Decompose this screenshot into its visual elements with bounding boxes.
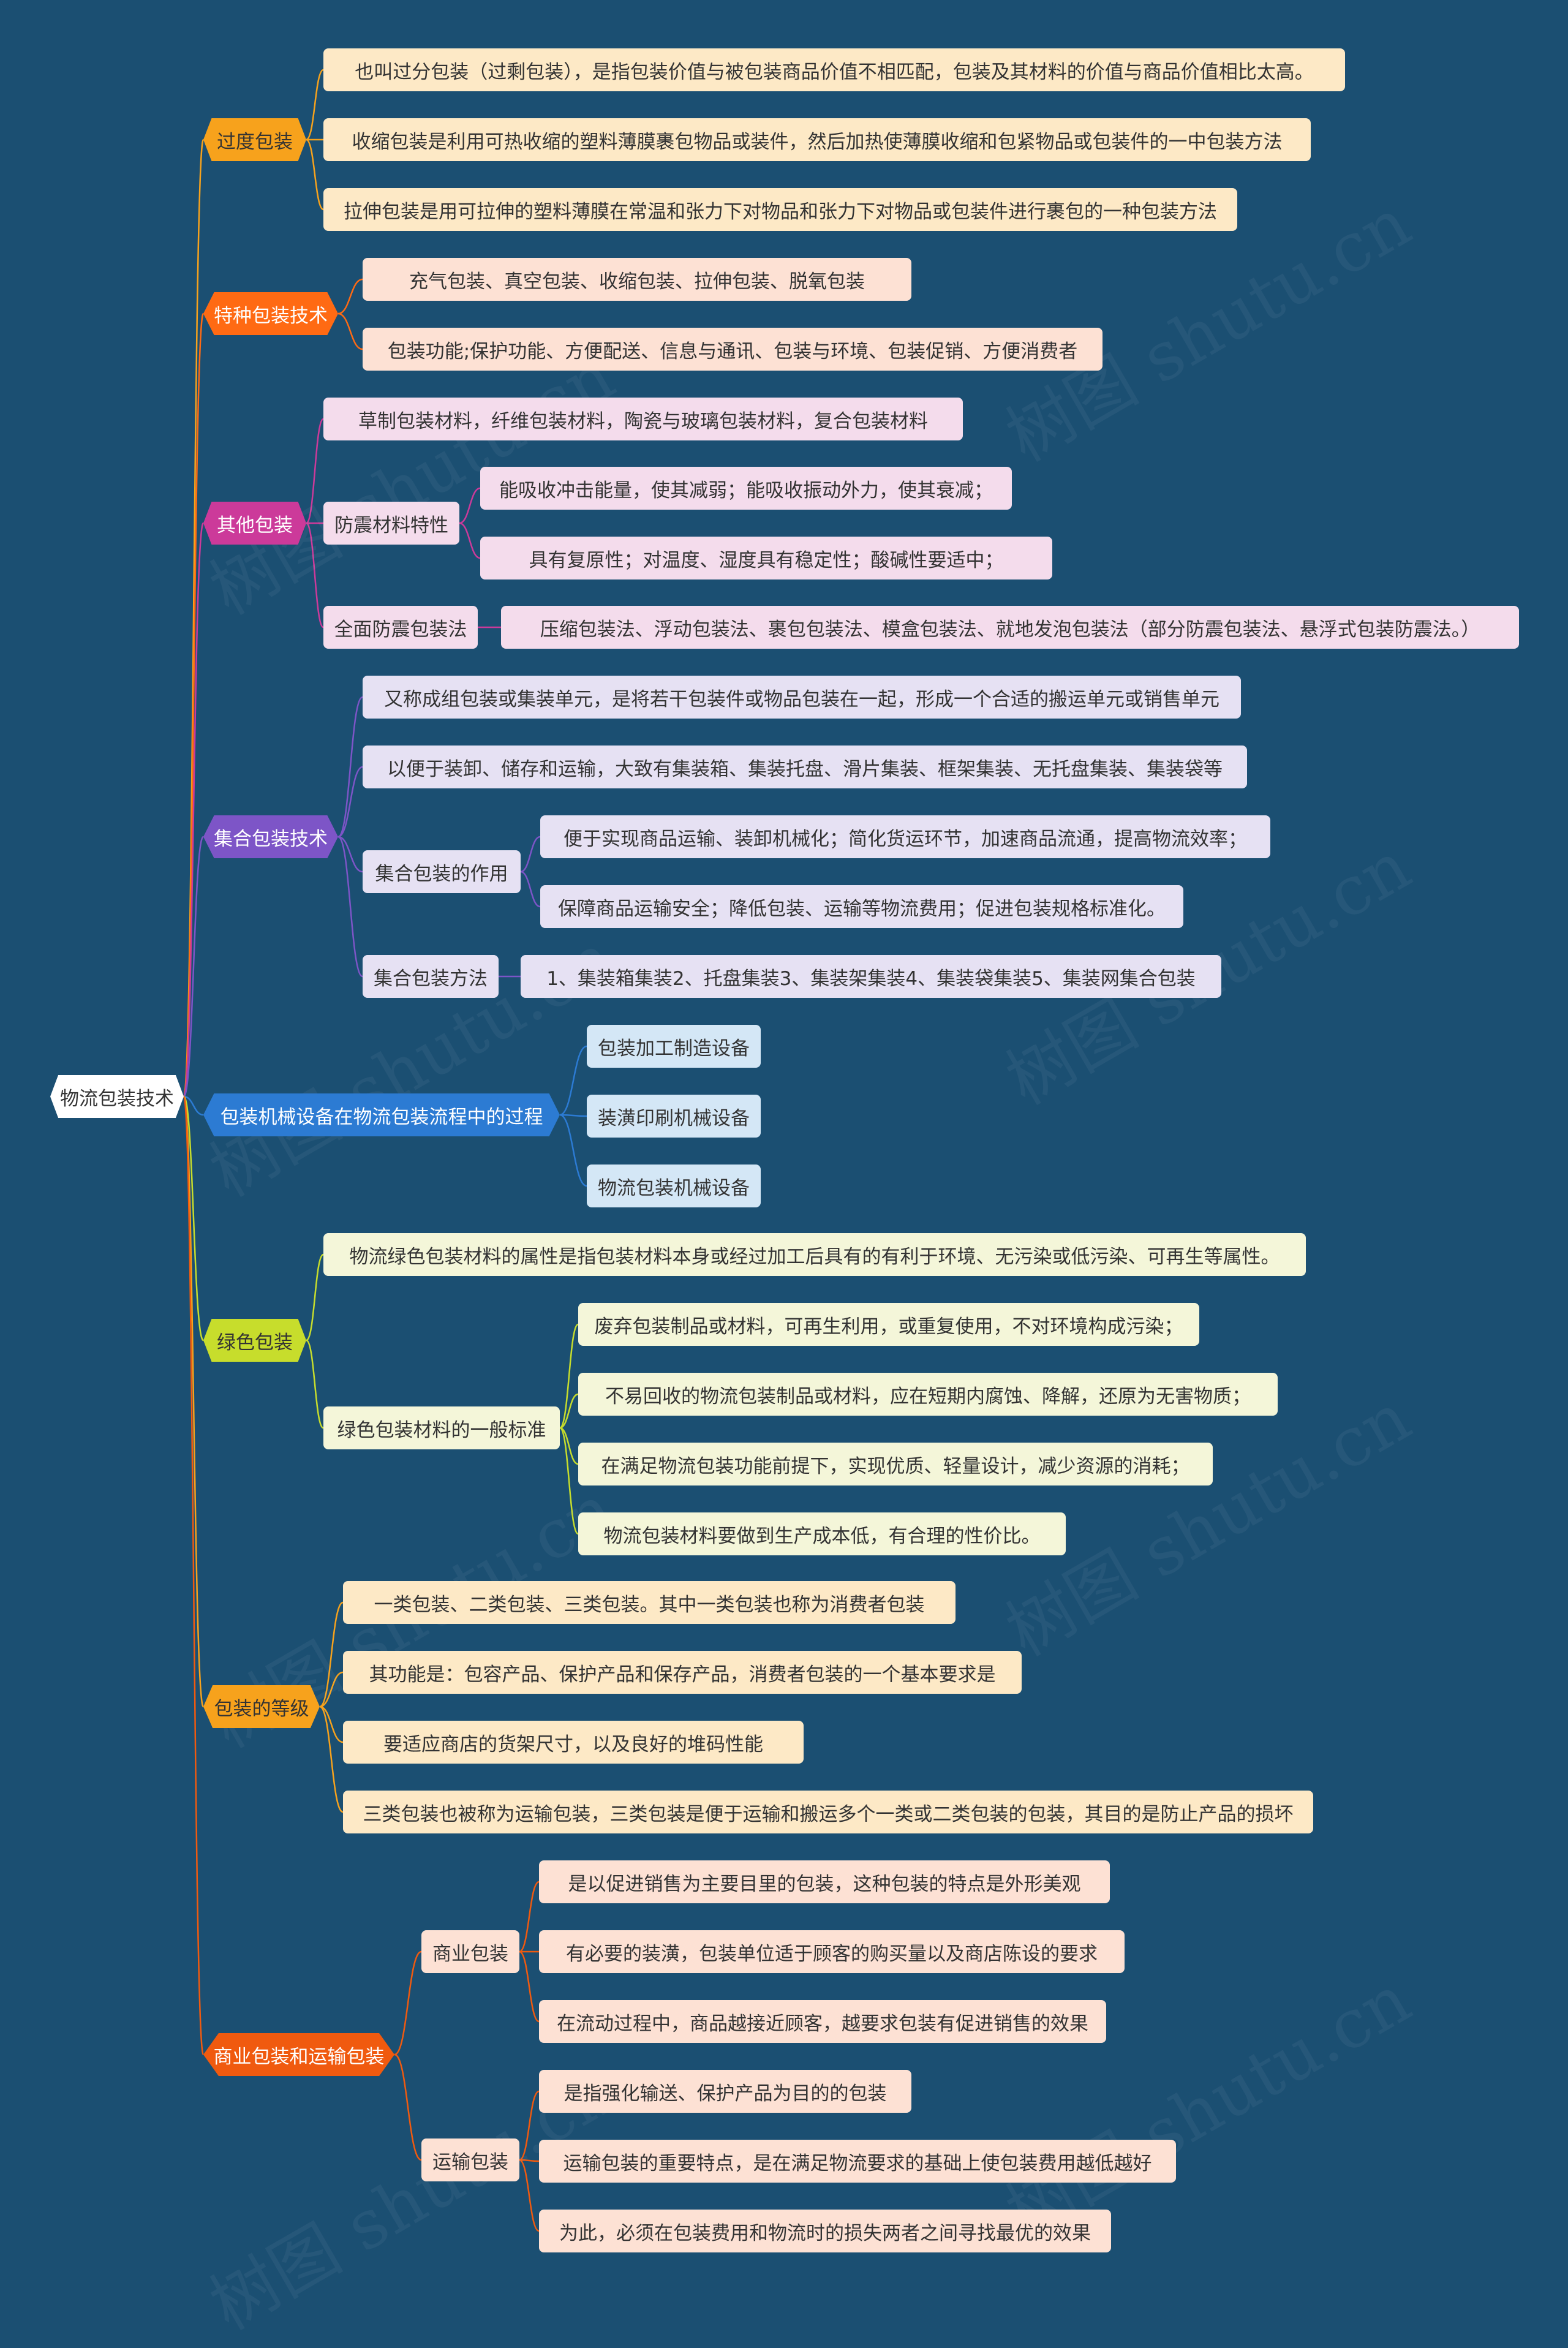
- branch-6-item-2-child-4[interactable]: 物流包装材料要做到生产成本低，有合理的性价比。: [578, 1512, 1066, 1555]
- branch-8-item-1-link: [394, 1950, 422, 2056]
- branch-6-item-2-child-4-link: [559, 1427, 579, 1535]
- branch-6-item-2-link: [306, 1339, 324, 1429]
- branch-3-item-3-child-1[interactable]: 压缩包装法、浮动包装法、裹包包装法、模盒包装法、就地发泡包装法（部分防震包装法、…: [501, 606, 1519, 649]
- branch-3-link: [183, 522, 205, 1098]
- branch-4-item-3-child-2-link: [520, 870, 541, 908]
- branch-4-item-4-link: [337, 836, 363, 978]
- branch-6-item-2-child-3[interactable]: 在满足物流包装功能前提下，实现优质、轻量设计，减少资源的消耗；: [578, 1443, 1213, 1485]
- branch-5-node[interactable]: 包装机械设备在物流包装流程中的过程: [203, 1093, 560, 1136]
- branch-4-item-3-child-1[interactable]: 便于实现商品运输、装卸机械化；简化货运环节，加速商品流通，提高物流效率；: [540, 815, 1270, 858]
- branch-8-item-1-child-3[interactable]: 在流动过程中，商品越接近顾客，越要求包装有促进销售的效果: [539, 2000, 1106, 2043]
- branch-6-item-1[interactable]: 物流绿色包装材料的属性是指包装材料本身或经过加工后具有的有利于环境、无污染或低污…: [323, 1233, 1306, 1276]
- branch-7-item-1[interactable]: 一类包装、二类包装、三类包装。其中一类包装也称为消费者包装: [343, 1581, 956, 1624]
- branch-3-item-2-child-1-link: [459, 487, 481, 524]
- branch-4-node[interactable]: 集合包装技术: [203, 815, 338, 858]
- branch-8-item-2-child-1[interactable]: 是指强化输送、保护产品为目的的包装: [539, 2070, 911, 2113]
- branch-6-item-2-child-1[interactable]: 废弃包装制品或材料，可再生利用，或重复使用，不对环境构成污染；: [578, 1303, 1199, 1346]
- branch-5-item-1[interactable]: 包装加工制造设备: [587, 1025, 761, 1068]
- branch-3-item-3-link: [305, 522, 325, 629]
- branch-5-link: [183, 1095, 204, 1116]
- branch-5-item-2-link: [559, 1114, 587, 1117]
- branch-6-item-1-link: [305, 1253, 325, 1342]
- branch-3-item-3[interactable]: 全面防震包装法: [323, 606, 478, 649]
- branch-5-item-3-link: [559, 1114, 587, 1187]
- branch-8-item-1-child-1[interactable]: 是以促进销售为主要目里的包装，这种包装的特点是外形美观: [539, 1860, 1110, 1903]
- branch-4-item-4[interactable]: 集合包装方法: [363, 955, 499, 998]
- branch-8-item-1-child-2[interactable]: 有必要的装潢，包装单位适于顾客的购买量以及商店陈设的要求: [539, 1930, 1125, 1973]
- branch-5-item-2[interactable]: 装潢印刷机械设备: [587, 1095, 761, 1138]
- branch-6-node[interactable]: 绿色包装: [203, 1319, 306, 1362]
- branch-1-item-1[interactable]: 也叫过分包装（过剩包装），是指包装价值与被包装商品价值不相匹配，包装及其材料的价…: [323, 48, 1345, 91]
- branch-4-link: [183, 836, 205, 1098]
- branch-6-item-2-child-3-link: [559, 1427, 579, 1465]
- branch-8-item-2-child-2-link: [519, 2159, 540, 2162]
- branch-1-item-3-link: [306, 138, 324, 211]
- branch-8-item-2-child-3[interactable]: 为此，必须在包装费用和物流时的损失两者之间寻找最优的效果: [539, 2210, 1111, 2252]
- branch-8-item-1-child-1-link: [519, 1881, 540, 1953]
- branch-4-item-4-child-1[interactable]: 1、集装箱集装2、托盘集装3、集装架集装4、集装袋集装5、集装网集合包装: [521, 955, 1221, 998]
- branch-3-item-2-child-2-link: [459, 522, 481, 559]
- branch-3-item-2-child-1[interactable]: 能吸收冲击能量，使其减弱；能吸收振动外力，使其衰减；: [480, 467, 1012, 510]
- branch-7-item-3[interactable]: 要适应商店的货架尺寸，以及良好的堆码性能: [343, 1721, 804, 1764]
- branch-3-item-2[interactable]: 防震材料特性: [323, 502, 459, 545]
- branch-4-item-3[interactable]: 集合包装的作用: [363, 850, 521, 893]
- branch-7-item-2-link: [319, 1671, 344, 1708]
- branch-1-item-3[interactable]: 拉伸包装是用可拉伸的塑料薄膜在常温和张力下对物品和张力下对物品或包装件进行裹包的…: [323, 188, 1237, 231]
- branch-8-item-2-link: [394, 2053, 422, 2161]
- root-node[interactable]: 物流包装技术: [50, 1075, 184, 1118]
- branch-1-node[interactable]: 过度包装: [203, 118, 306, 161]
- branch-6-item-2[interactable]: 绿色包装材料的一般标准: [323, 1406, 560, 1449]
- branch-8-item-1[interactable]: 商业包装: [421, 1930, 519, 1973]
- branch-7-item-3-link: [319, 1705, 344, 1743]
- branch-4-item-2-link: [337, 766, 363, 838]
- branch-1-item-2[interactable]: 收缩包装是利用可热收缩的塑料薄膜裹包物品或装件，然后加热使薄膜收缩和包紧物品或包…: [323, 118, 1311, 161]
- branch-8-item-2-child-2[interactable]: 运输包装的重要特点，是在满足物流要求的基础上使包装费用越低越好: [539, 2140, 1176, 2183]
- branch-4-item-1-link: [337, 696, 363, 838]
- branch-2-item-2-link: [337, 312, 363, 350]
- branch-8-item-2-child-3-link: [519, 2159, 540, 2232]
- branch-2-item-1-link: [337, 278, 363, 315]
- branch-5-item-3[interactable]: 物流包装机械设备: [587, 1165, 761, 1207]
- branch-4-item-3-child-1-link: [520, 836, 541, 873]
- branch-7-item-4[interactable]: 三类包装也被称为运输包装，三类包装是便于运输和搬运多个一类或二类包装的包装，其目…: [343, 1791, 1313, 1833]
- branch-8-node[interactable]: 商业包装和运输包装: [203, 2033, 394, 2076]
- branch-7-item-4-link: [319, 1705, 344, 1813]
- branch-6-item-2-child-2-link: [559, 1393, 579, 1429]
- branch-3-node[interactable]: 其他包装: [203, 502, 306, 545]
- branch-6-link: [183, 1095, 205, 1342]
- branch-8-item-2[interactable]: 运输包装: [421, 2138, 519, 2181]
- branch-4-item-3-child-2[interactable]: 保障商品运输安全；降低包装、运输等物流费用；促进包装规格标准化。: [540, 885, 1183, 928]
- branch-3-item-1[interactable]: 草制包装材料，纤维包装材料，陶瓷与玻璃包装材料，复合包装材料: [323, 398, 963, 440]
- branch-2-item-1[interactable]: 充气包装、真空包装、收缩包装、拉伸包装、脱氧包装: [363, 258, 911, 301]
- branch-4-item-1[interactable]: 又称成组包装或集装单元，是将若干包装件或物品包装在一起，形成一个合适的搬运单元或…: [363, 676, 1241, 719]
- connector-lines: [183, 69, 587, 2232]
- branch-6-item-2-child-1-link: [559, 1323, 579, 1429]
- branch-5-item-1-link: [559, 1045, 587, 1116]
- branch-4-item-2[interactable]: 以便于装卸、储存和运输，大致有集装箱、集装托盘、滑片集装、框架集装、无托盘集装、…: [363, 746, 1247, 788]
- branch-8-item-1-child-3-link: [519, 1950, 540, 2023]
- branch-4-item-3-link: [337, 836, 363, 873]
- branch-2-item-2[interactable]: 包装功能;保护功能、方便配送、信息与通讯、包装与环境、包装促销、方便消费者: [363, 328, 1102, 371]
- branch-7-item-1-link: [319, 1601, 344, 1708]
- branch-1-item-1-link: [306, 69, 324, 141]
- branch-8-item-2-child-1-link: [519, 2090, 540, 2161]
- branch-6-item-2-child-2[interactable]: 不易回收的物流包装制品或材料，应在短期内腐蚀、降解，还原为无害物质；: [578, 1373, 1278, 1416]
- branch-3-item-2-child-2[interactable]: 具有复原性；对温度、湿度具有稳定性；酸碱性要适中；: [480, 537, 1052, 579]
- branch-3-item-1-link: [305, 418, 325, 524]
- branch-7-item-2[interactable]: 其功能是：包容产品、保护产品和保存产品，消费者包装的一个基本要求是: [343, 1651, 1022, 1694]
- branch-7-node[interactable]: 包装的等级: [203, 1685, 320, 1728]
- branch-2-node[interactable]: 特种包装技术: [203, 292, 338, 335]
- branch-8-link: [183, 1095, 205, 2056]
